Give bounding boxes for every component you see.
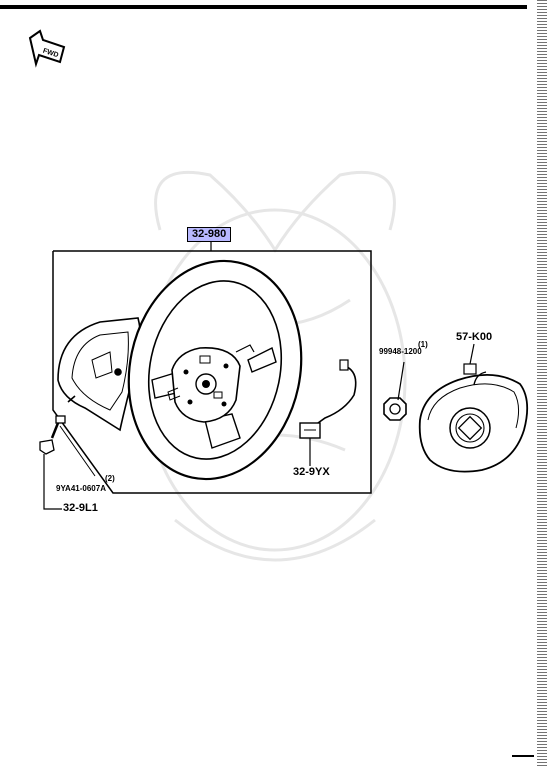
part-label-harness: 32-9YX: [293, 466, 330, 478]
part-label-nut: 99948-1200: [379, 347, 422, 356]
part-label-clip: 32-9L1: [63, 502, 98, 514]
clip-part: [39, 439, 62, 510]
harness-wire: [299, 359, 357, 466]
page-edge-texture: [537, 0, 547, 768]
nut-part: [383, 361, 407, 421]
fwd-text: FWD: [42, 48, 59, 60]
air-bag-module: [418, 343, 529, 473]
steering-wheel: [127, 259, 303, 481]
top-border-rule: [0, 5, 527, 9]
fwd-arrow-icon: FWD: [28, 29, 66, 68]
part-qty-bolt: (2): [105, 474, 115, 483]
bolt-part: [50, 415, 96, 477]
part-label-bolt: 9YA41-0607A: [56, 484, 106, 493]
part-label-air-bag: 57-K00: [456, 331, 493, 343]
part-qty-nut: (1): [418, 340, 428, 349]
steering-back-cover: [57, 317, 142, 432]
page-footer-mark: [512, 755, 534, 757]
assembly-boundary: [52, 250, 372, 494]
part-label-steering-wheel: 32-980: [187, 227, 232, 242]
